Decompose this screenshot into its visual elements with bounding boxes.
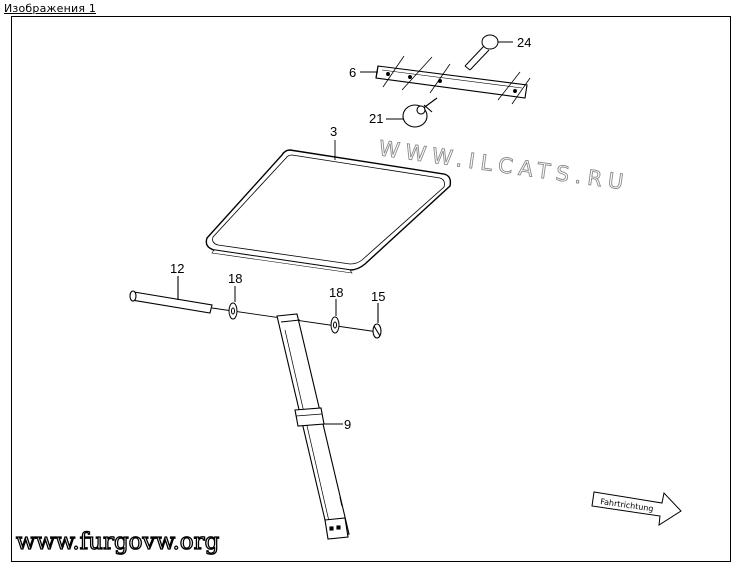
washer-left-part-18 (228, 286, 238, 320)
callout-12: 12 (170, 261, 184, 276)
callout-24: 24 (517, 35, 531, 50)
washer-right-part-18 (330, 299, 340, 334)
clip-part-15 (372, 303, 382, 339)
leg-part-9 (276, 313, 350, 540)
callout-18-right: 18 (329, 285, 343, 300)
axle-rod-part-12 (129, 276, 213, 314)
rail-hatch-lines (382, 55, 531, 105)
table-top-part-3 (205, 140, 452, 274)
callout-9: 9 (344, 417, 351, 432)
watermark-bottom-text: www.furgovw.org (15, 528, 220, 555)
knob-part-21 (386, 97, 438, 128)
direction-arrow: Fahrtrichtung (591, 491, 682, 526)
callout-15: 15 (371, 289, 385, 304)
rail-part-6 (375, 65, 528, 99)
diagram-frame (11, 16, 731, 562)
callout-21: 21 (369, 111, 383, 126)
pin-part-24 (464, 34, 513, 71)
callout-18-left: 18 (228, 271, 242, 286)
callout-6: 6 (349, 65, 356, 80)
callout-3: 3 (330, 124, 337, 139)
image-header-title: Изображения 1 (4, 2, 97, 15)
